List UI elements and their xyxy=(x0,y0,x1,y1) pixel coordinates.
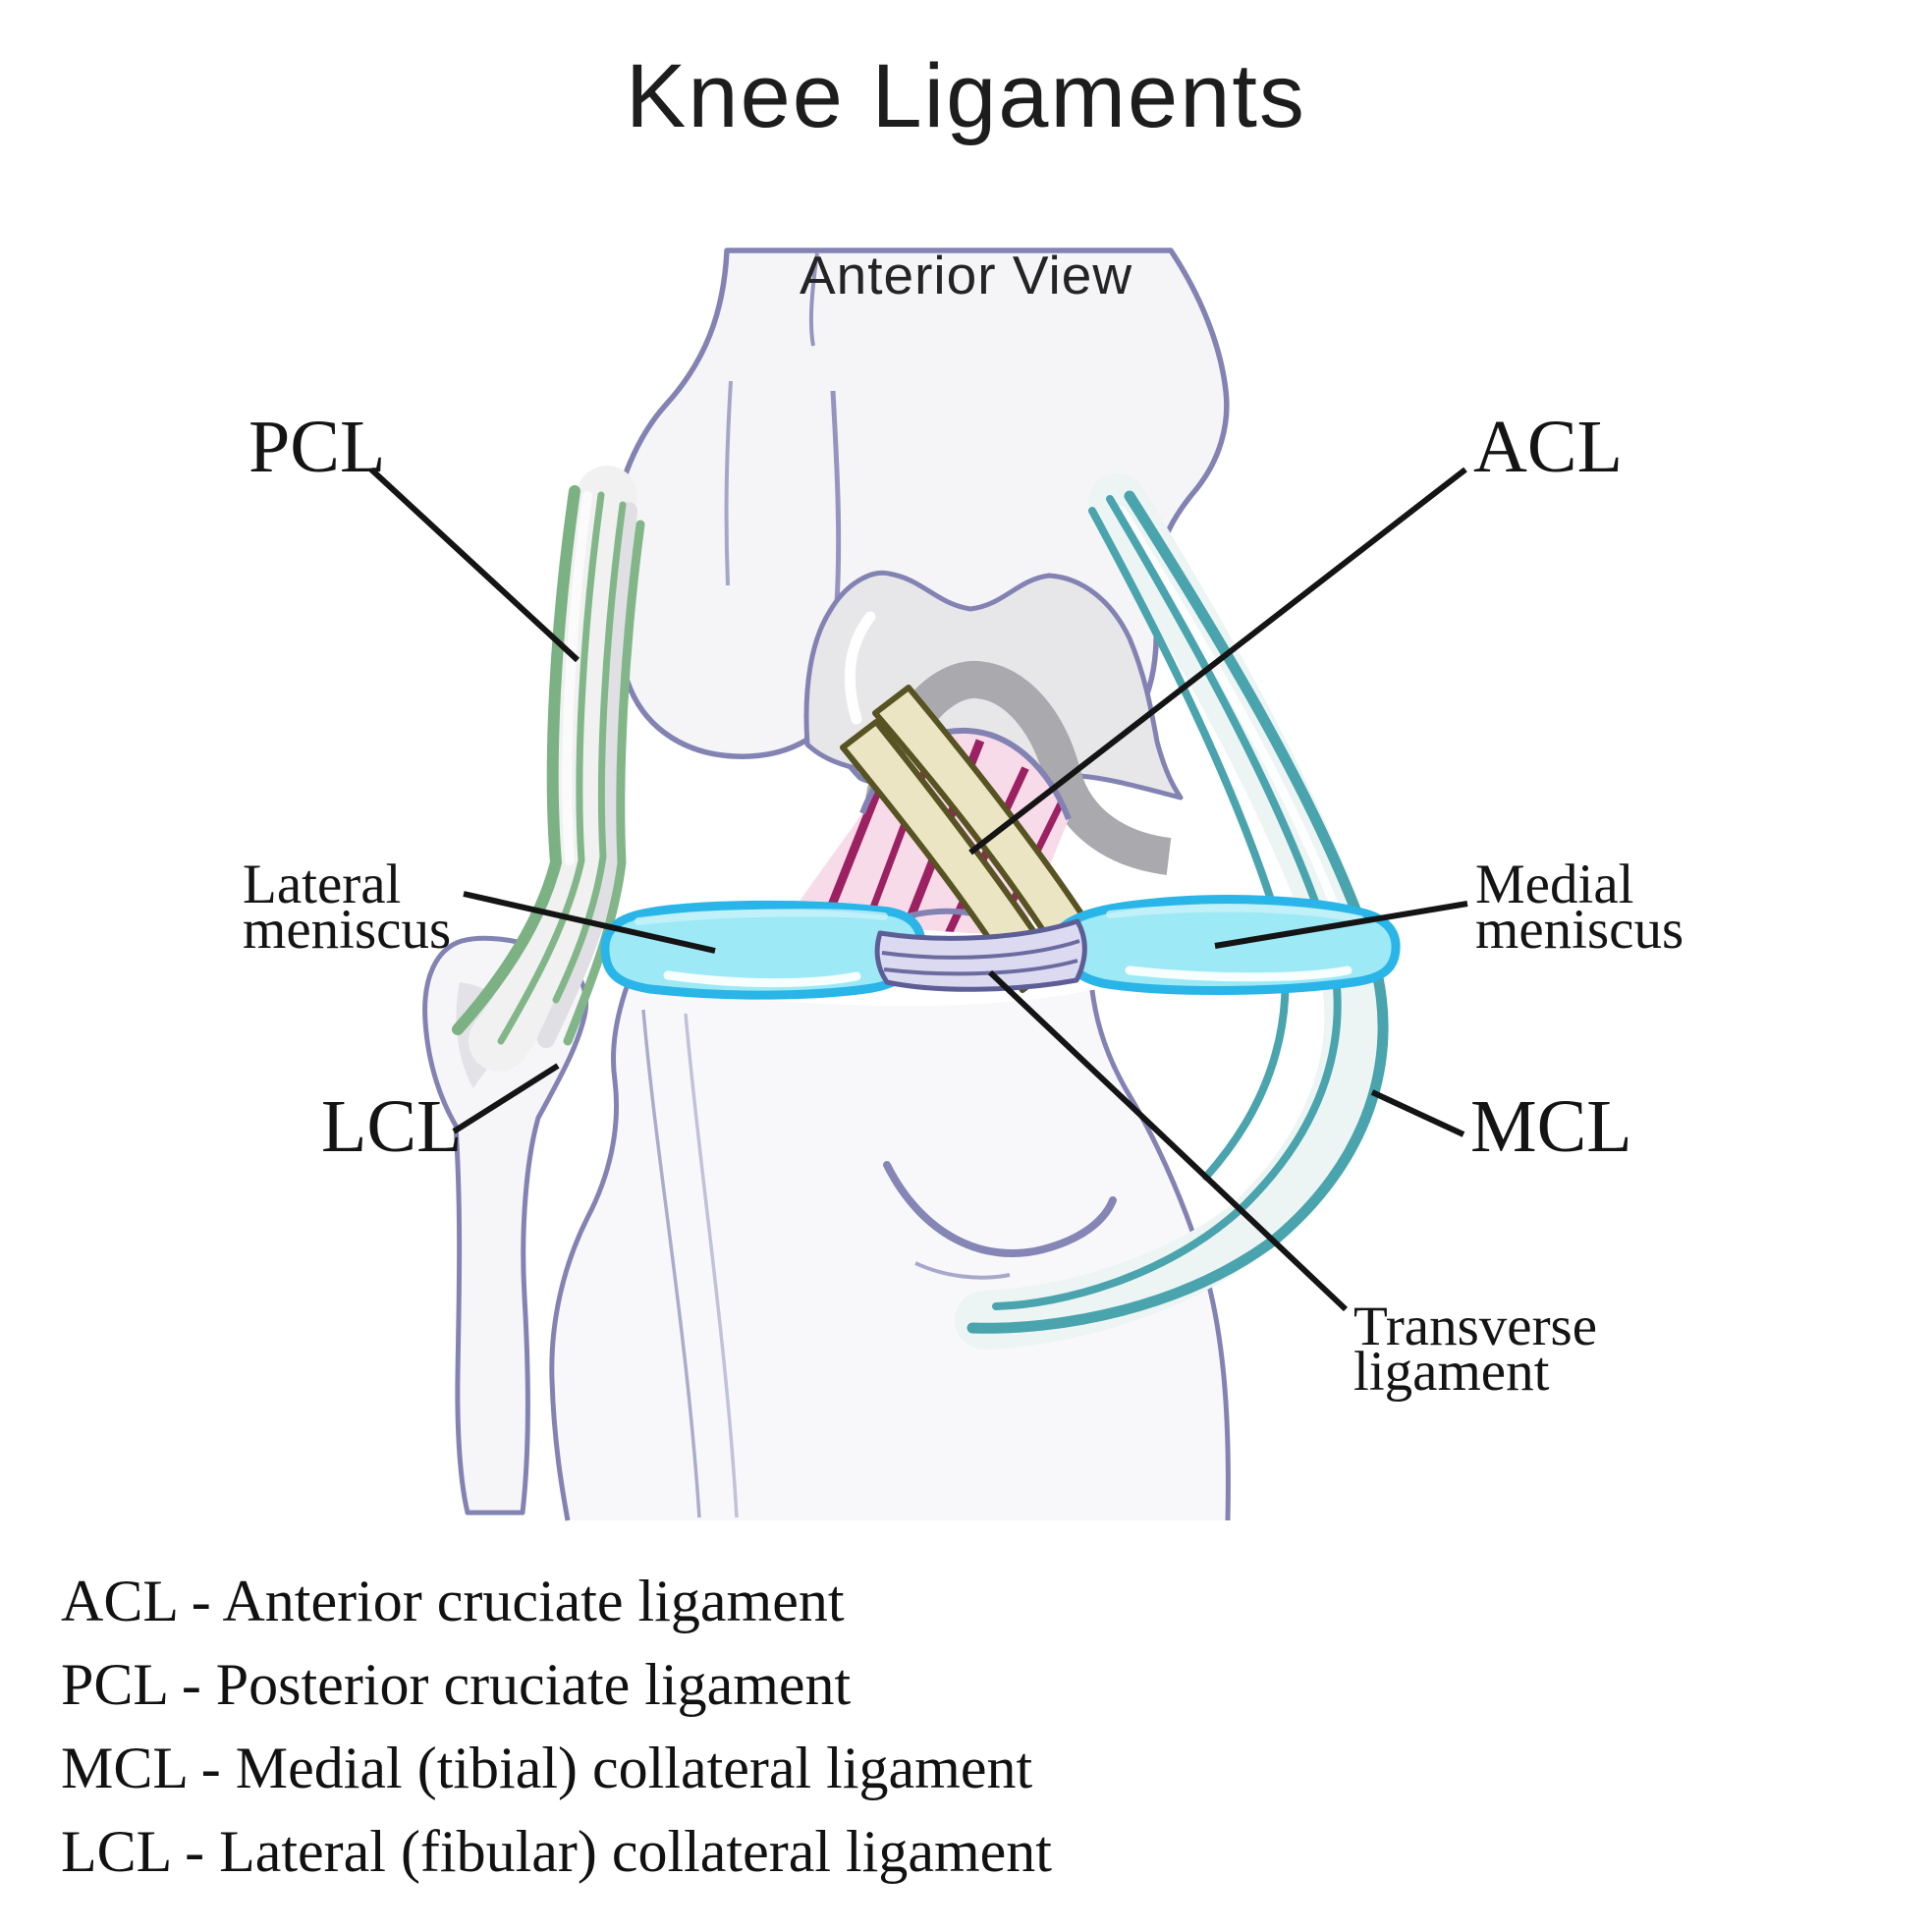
view-subtitle: Anterior View xyxy=(799,245,1133,305)
medial-meniscus-label: Medial meniscus xyxy=(1475,854,1684,961)
legend-item-mcl: MCL - Medial (tibial) collateral ligamen… xyxy=(61,1736,1033,1800)
legend-item-pcl: PCL - Posterior cruciate ligament xyxy=(61,1652,852,1717)
mcl-label: MCL xyxy=(1470,1085,1632,1168)
lateral-meniscus-leader-line xyxy=(463,891,716,954)
bone-highlight xyxy=(844,611,876,725)
tibial-tuberosity xyxy=(883,1161,1117,1257)
legend-item-acl: ACL - Anterior cruciate ligament xyxy=(61,1569,845,1633)
medial-meniscus-leader-line xyxy=(1214,901,1468,949)
legend-item-lcl: LCL - Lateral (fibular) collateral ligam… xyxy=(61,1819,1052,1884)
lateral-meniscus-shape xyxy=(600,900,926,1000)
transverse-leader-line xyxy=(987,969,1349,1312)
transverse-ligament-shape xyxy=(874,918,1087,992)
lcl-leader-line xyxy=(452,1063,560,1134)
acl-label: ACL xyxy=(1473,406,1623,488)
mcl-ligament xyxy=(955,473,1389,1350)
pcl-label: PCL xyxy=(248,406,386,488)
transverse-ligament-label: Transverse ligament xyxy=(1353,1296,1598,1403)
lcl-ligament xyxy=(452,466,645,1072)
lateral-meniscus-label: Lateral meniscus xyxy=(243,854,452,961)
mcl-leader-line xyxy=(1370,1089,1465,1137)
acl-leader-line xyxy=(968,467,1467,856)
tibia-bone xyxy=(549,908,1231,1521)
lcl-label: LCL xyxy=(321,1085,463,1168)
pcl-leader-line xyxy=(368,467,580,663)
page-title: Knee Ligaments xyxy=(626,46,1306,146)
legend: ACL - Anterior cruciate ligament PCL - P… xyxy=(61,1560,1052,1894)
